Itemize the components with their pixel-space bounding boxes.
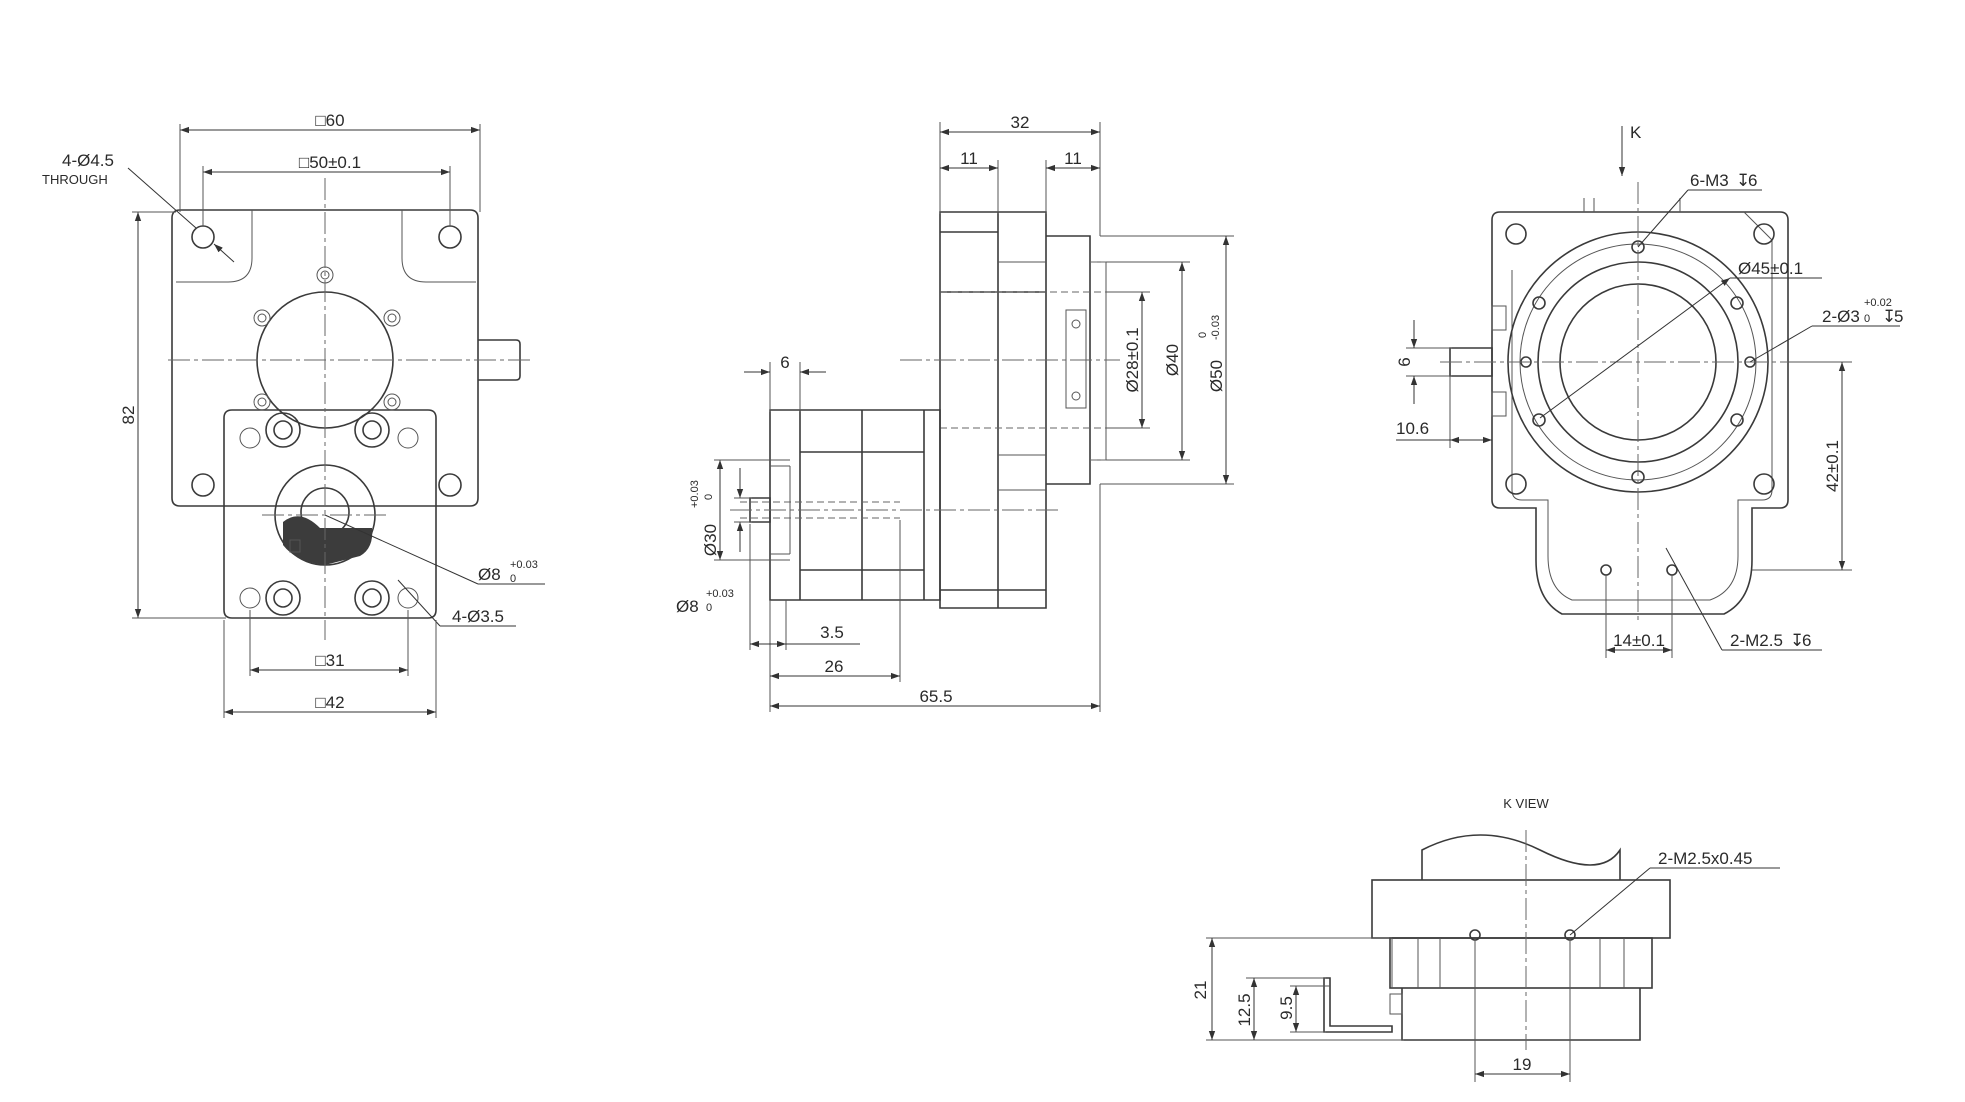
dim-flange-dia: Ø40 [1163, 344, 1182, 376]
tol-pin-upper: +0.02 [1864, 297, 1892, 309]
note-bottom-depth: 6 [1802, 631, 1811, 650]
note-thread: 2-M2.5x0.45 [1658, 849, 1753, 868]
dim-k-tab-height: 9.5 [1277, 996, 1296, 1020]
dim-hole-spacing: 14±0.1 [1613, 631, 1665, 650]
note-flange-holes: 4-Ø3.5 [452, 607, 504, 626]
dim-shaft-step: 3.5 [820, 623, 844, 642]
dim-pcd: Ø45±0.1 [1738, 259, 1803, 278]
dim-overall-length: 65.5 [919, 687, 952, 706]
tol-shaft-lower: 0 [510, 573, 516, 585]
dim-bore-dia: Ø30 [701, 524, 720, 556]
dim-k-hole-spacing: 19 [1513, 1055, 1532, 1074]
sym-depth-pin: ↧ [1882, 307, 1896, 326]
dim-top-width: 32 [1011, 113, 1030, 132]
dim-k-sub-height: 12.5 [1235, 993, 1254, 1026]
k-view-title: K VIEW [1503, 796, 1549, 811]
dim-step-width: 6 [780, 353, 789, 372]
dim-shaft-length: 26 [825, 657, 844, 676]
dim-inner-square: □31 [315, 651, 344, 670]
tol-pin-lower: 0 [1864, 313, 1870, 325]
note-tapped-depth: 6 [1748, 171, 1757, 190]
note-bottom-holes: 2-M2.5 [1730, 631, 1783, 650]
dim-left-offset: 11 [960, 149, 978, 168]
end-view: K 6-M3 ↧ 6 Ø45±0.1 2-Ø3 +0.02 0 ↧ 5 6 10… [1395, 123, 1903, 658]
note-mount-holes: 4-Ø4.5 [62, 151, 114, 170]
note-tapped-holes: 6-M3 [1690, 171, 1729, 190]
view-arrow-k: K [1630, 123, 1642, 142]
dim-side-shaft-dia: Ø8 [676, 597, 699, 616]
dim-shaft-width: 6 [1395, 357, 1414, 366]
tol-shaft-upper: +0.03 [510, 559, 538, 571]
sym-depth-6m3: ↧ [1736, 171, 1750, 190]
dim-pilot-dia: Ø28±0.1 [1123, 327, 1142, 392]
tol-outer-upper: 0 [1197, 332, 1209, 338]
dim-k-height: 21 [1191, 981, 1210, 1000]
side-view: 32 11 11 6 Ø30 +0.03 0 Ø8 +0.03 0 3.5 [676, 113, 1234, 712]
dim-outer-dia: Ø50 [1207, 360, 1226, 392]
dim-bolt-square: □50±0.1 [299, 153, 361, 172]
dim-flange-square: □42 [315, 693, 344, 712]
sym-depth-bottom: ↧ [1790, 631, 1804, 650]
dim-shaft-dia: Ø8 [478, 565, 501, 584]
k-view: K VIEW 2-M2.5x0.45 21 12.5 9.5 [1191, 796, 1780, 1082]
tol-bore-lower: 0 [703, 494, 715, 500]
dim-center-height: 42±0.1 [1823, 440, 1842, 492]
tol-outer-lower: -0.03 [1210, 315, 1222, 340]
dim-height: 82 [119, 406, 138, 425]
note-mount-holes-through: THROUGH [42, 172, 108, 187]
dim-right-offset: 11 [1064, 149, 1082, 168]
note-pin-depth: 5 [1894, 307, 1903, 326]
note-pin-holes: 2-Ø3 [1822, 307, 1860, 326]
dim-outer-square: □60 [315, 111, 344, 130]
tol-side-shaft-lower: 0 [706, 602, 712, 614]
tol-bore-upper: +0.03 [689, 480, 701, 508]
tol-side-shaft-upper: +0.03 [706, 588, 734, 600]
front-view: □60 □50±0.1 4-Ø4.5 THROUGH 82 Ø8 +0.03 0… [42, 111, 545, 718]
dim-shaft-offset: 10.6 [1396, 419, 1429, 438]
